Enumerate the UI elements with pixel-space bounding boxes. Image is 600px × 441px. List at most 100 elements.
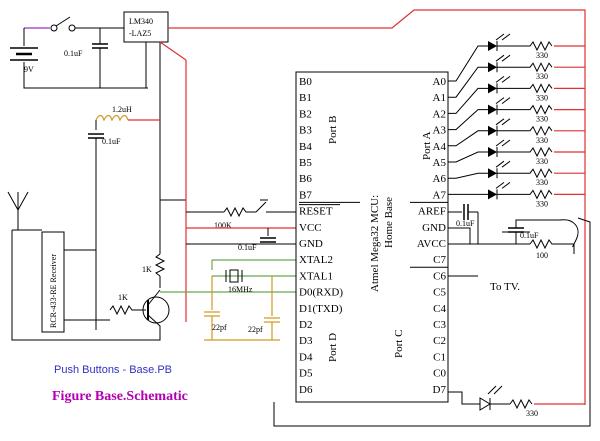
mcu-chip: Atmel Mega32 MCU: Home Base Port A Port … <box>295 71 449 403</box>
antenna-icon <box>7 191 29 230</box>
cap-22pf-right-label: 22pf <box>248 325 263 334</box>
mcu-name-1: Atmel Mega32 MCU: <box>369 195 381 292</box>
vcc-capacitor: 0.1uF <box>238 228 276 252</box>
pin-label-a6: A6 <box>433 173 447 185</box>
port-d-label: Port D <box>327 333 339 362</box>
pin-label-b4: B4 <box>299 141 312 153</box>
led-row: 330 <box>448 118 585 147</box>
battery-icon <box>10 47 38 61</box>
led-resistor-label: 330 <box>536 178 548 187</box>
pin-label-b7: B7 <box>299 189 312 201</box>
pin-label-aref: AREF <box>418 206 446 218</box>
led-row: 330 <box>448 33 585 82</box>
led-icon <box>488 189 497 200</box>
mcu-name-2: Home Base <box>383 197 395 248</box>
pin-label-vcc: VCC <box>299 222 322 234</box>
capacitor-22pf-right: 22pf <box>248 276 280 340</box>
battery-label: 9V <box>24 65 34 74</box>
led-icon <box>488 104 497 115</box>
pin-label-c5: C5 <box>433 287 446 299</box>
led-row: 330 <box>448 182 585 208</box>
receiver-label: RCR-433-RE Receiver <box>49 254 58 328</box>
led-resistor-label: 330 <box>536 72 548 81</box>
pin-label-c1: C1 <box>433 351 446 363</box>
input-capacitor: 0.1uF <box>64 28 108 88</box>
led-wire <box>448 87 488 114</box>
pins-right: A0A1A2A3A4A5A6A7AREFGNDAVCCC7C6C5C4C3C2C… <box>410 76 448 396</box>
pin-label-a7: A7 <box>433 189 447 201</box>
d7-led-output: 330 <box>448 385 585 418</box>
led-icon <box>488 125 497 136</box>
light-arrows-icon <box>495 97 511 104</box>
rf-cap-label: 0.1uF <box>102 137 121 146</box>
pin-label-d2: D2 <box>299 319 312 331</box>
pin-label-d4: D4 <box>299 351 313 363</box>
avcc-cap-label: 0.1uF <box>520 231 539 240</box>
pin-label-a0: A0 <box>433 76 447 88</box>
light-arrows-icon <box>495 76 511 83</box>
led-resistor-label: 330 <box>536 136 548 145</box>
pin-label-a3: A3 <box>433 125 447 137</box>
reset-resistor-label: 100K <box>214 221 232 230</box>
pin-label-b0: B0 <box>299 76 312 88</box>
res-1k-vert-label: 1K <box>142 265 152 274</box>
led-row: 330 <box>448 54 585 98</box>
led-icon <box>488 62 497 73</box>
light-arrows-icon <box>495 118 511 126</box>
pin-label-a1: A1 <box>433 92 446 104</box>
pin-label-b6: B6 <box>299 173 312 185</box>
regulator-label-1: LM340 <box>129 17 153 26</box>
led-wire <box>448 109 488 131</box>
port-c-label: Port C <box>393 330 405 358</box>
inductor: 1.2uH <box>95 105 160 122</box>
pin-label-xtal2: XTAL2 <box>299 254 333 266</box>
pin-label-a5: A5 <box>433 157 447 169</box>
pin-label-gnd: GND <box>422 222 446 234</box>
led-resistor <box>497 146 553 158</box>
vcc-cap-label: 0.1uF <box>238 243 257 252</box>
pin-label-b2: B2 <box>299 108 312 120</box>
led-wire <box>448 66 488 98</box>
cap-22pf-left-label: 22pf <box>212 323 227 332</box>
power-switch <box>50 16 124 32</box>
led-resistor-label: 330 <box>536 157 548 166</box>
crystal-icon: 16MHz <box>225 269 253 294</box>
light-arrows-icon <box>495 54 511 62</box>
led-wire <box>448 172 488 179</box>
crystal-label: 16MHz <box>228 285 253 294</box>
led-icon <box>488 83 497 94</box>
reset-button: 100K <box>186 199 300 230</box>
led-icon <box>488 168 497 179</box>
voltage-regulator: LM340 -LAZ5 <box>123 11 169 88</box>
led-resistor <box>497 104 553 115</box>
pin-label-d6: D6 <box>299 384 313 396</box>
res-1k-base-label: 1K <box>118 293 128 302</box>
led-icon <box>488 41 497 51</box>
aref-capacitor: 0.1uF <box>448 204 478 228</box>
rf-receiver: RCR-433-RE Receiver <box>11 229 110 341</box>
pin-label-d0rxd: D0(RXD) <box>299 287 343 299</box>
battery-section: 9V <box>10 27 148 89</box>
light-arrows-icon <box>495 139 511 147</box>
pin-label-c7: C7 <box>433 254 446 266</box>
light-arrows-icon <box>495 33 511 41</box>
led-resistor <box>497 83 553 94</box>
pin-label-gnd: GND <box>299 238 323 250</box>
port-a-label: Port A <box>421 132 433 160</box>
led-resistor-label: 330 <box>536 93 548 102</box>
led-resistor-label: 330 <box>536 115 548 124</box>
pin-label-d5: D5 <box>299 368 313 380</box>
pin-label-c3: C3 <box>433 319 446 331</box>
led-wire <box>448 45 488 82</box>
caption-small: Push Buttons - Base.PB <box>54 364 172 376</box>
led-wire <box>448 151 488 163</box>
pin-label-b3: B3 <box>299 125 312 137</box>
to-tv-label: To TV. <box>490 281 520 293</box>
aref-cap-label: 0.1uF <box>456 219 475 228</box>
avcc-capacitor: 0.1uF <box>502 219 560 244</box>
avcc-res-label: 100 <box>536 251 548 260</box>
pin-label-d3: D3 <box>299 335 313 347</box>
pin-label-b5: B5 <box>299 157 312 169</box>
